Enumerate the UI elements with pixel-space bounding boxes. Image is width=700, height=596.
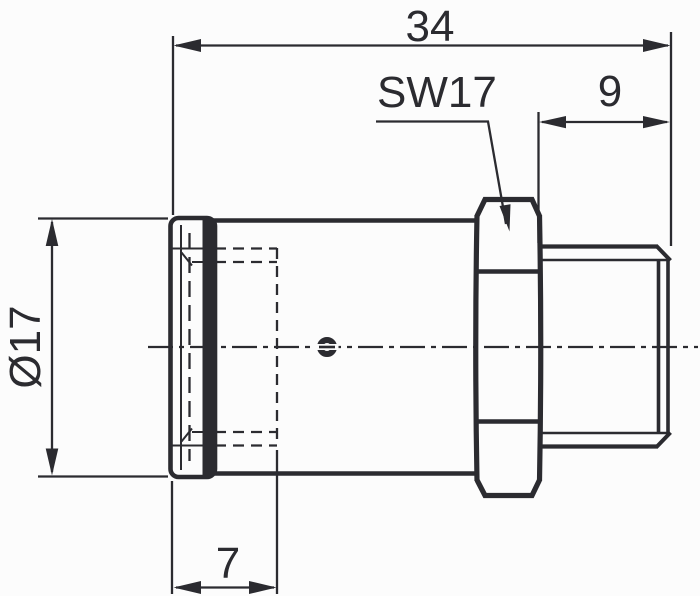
thread-minor-lines — [541, 258, 669, 435]
thread-end-face — [656, 261, 670, 432]
dim-34-lines — [171, 32, 673, 246]
dim-wrench-size: SW17 — [376, 68, 511, 232]
male-thread — [540, 244, 672, 449]
sw17-label: SW17 — [377, 68, 497, 117]
thread-end-chamfers — [654, 244, 672, 449]
dim-sleeve-depth: 7 — [170, 450, 279, 594]
vent-hole — [315, 337, 339, 357]
sw17-leader-arrow — [499, 204, 511, 232]
dim-thread-length: 9 — [537, 67, 670, 243]
fitting-body — [213, 218, 478, 476]
dim-outer-diameter: Ø17 — [1, 217, 168, 478]
dim-34-label: 34 — [406, 2, 455, 51]
dim-d17-label: Ø17 — [1, 305, 50, 388]
hex-facet-lines — [477, 269, 540, 424]
sleeve-body-face-band — [202, 219, 215, 476]
dim-d17-lines — [38, 217, 168, 478]
hex-outline — [473, 196, 544, 499]
body-outline — [213, 218, 478, 476]
release-sleeve — [168, 215, 218, 480]
dim-7-arrows — [173, 581, 277, 594]
sleeve-inner-edges — [170, 225, 215, 470]
sw17-leader-line — [376, 120, 508, 225]
dim-9-arrows — [539, 116, 670, 129]
dim-overall-length: 34 — [171, 2, 673, 246]
dim-d17-arrows — [45, 219, 59, 476]
dim-9-label: 9 — [598, 67, 622, 116]
dim-7-label: 7 — [216, 539, 240, 588]
hex-nut — [473, 196, 544, 499]
thread-major-lines — [540, 244, 657, 449]
dim-9-lines — [537, 112, 667, 243]
